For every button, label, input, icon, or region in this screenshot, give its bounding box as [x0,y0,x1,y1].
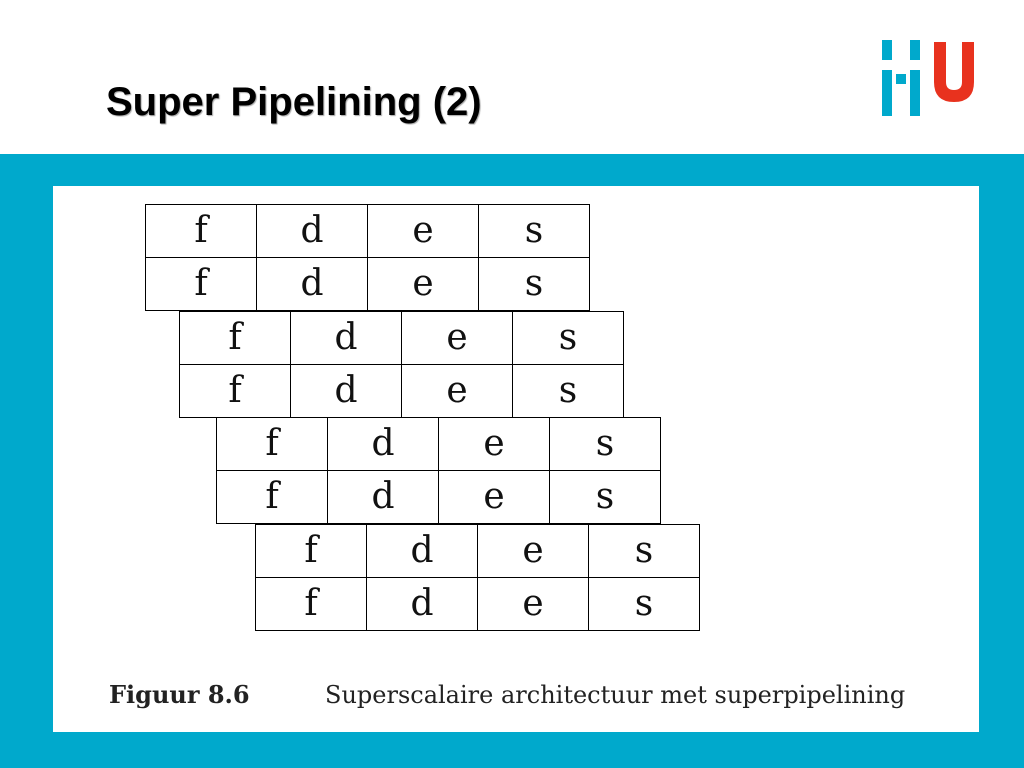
stage-cell: d [290,364,402,418]
stage-cell: e [401,311,513,365]
stage-cell: e [477,524,589,578]
stage-cell: d [327,417,439,471]
stage-cell: s [478,204,590,258]
stage-cell: f [216,470,328,524]
stage-cell: f [179,364,291,418]
figure-caption-text: Superscalaire architectuur met superpipe… [325,681,906,709]
stage-cell: f [145,204,257,258]
stage-cell: e [401,364,513,418]
stage-cell: s [478,257,590,311]
stage-cell: e [438,417,550,471]
stage-cell: s [549,417,661,471]
stage-cell: s [512,364,624,418]
slide-title: Super Pipelining (2) [106,80,482,124]
figure-caption-label: Figuur 8.6 [109,680,250,709]
slide-header: Super Pipelining (2) [0,0,1024,154]
stage-cell: s [549,470,661,524]
stage-cell: e [367,257,479,311]
figure-caption: Figuur 8.6 Superscalaire architectuur met… [109,680,905,709]
stage-cell: f [145,257,257,311]
stage-cell: d [327,470,439,524]
stage-cell: d [366,577,478,631]
stage-cell: d [256,204,368,258]
stage-cell: f [255,577,367,631]
hu-logo [882,40,974,116]
stage-cell: s [588,524,700,578]
stage-cell: f [216,417,328,471]
stage-cell: f [255,524,367,578]
stage-cell: s [512,311,624,365]
stage-cell: f [179,311,291,365]
stage-cell: e [367,204,479,258]
stage-cell: s [588,577,700,631]
stage-cell: e [477,577,589,631]
stage-cell: d [290,311,402,365]
stage-cell: d [256,257,368,311]
stage-cell: d [366,524,478,578]
stage-cell: e [438,470,550,524]
